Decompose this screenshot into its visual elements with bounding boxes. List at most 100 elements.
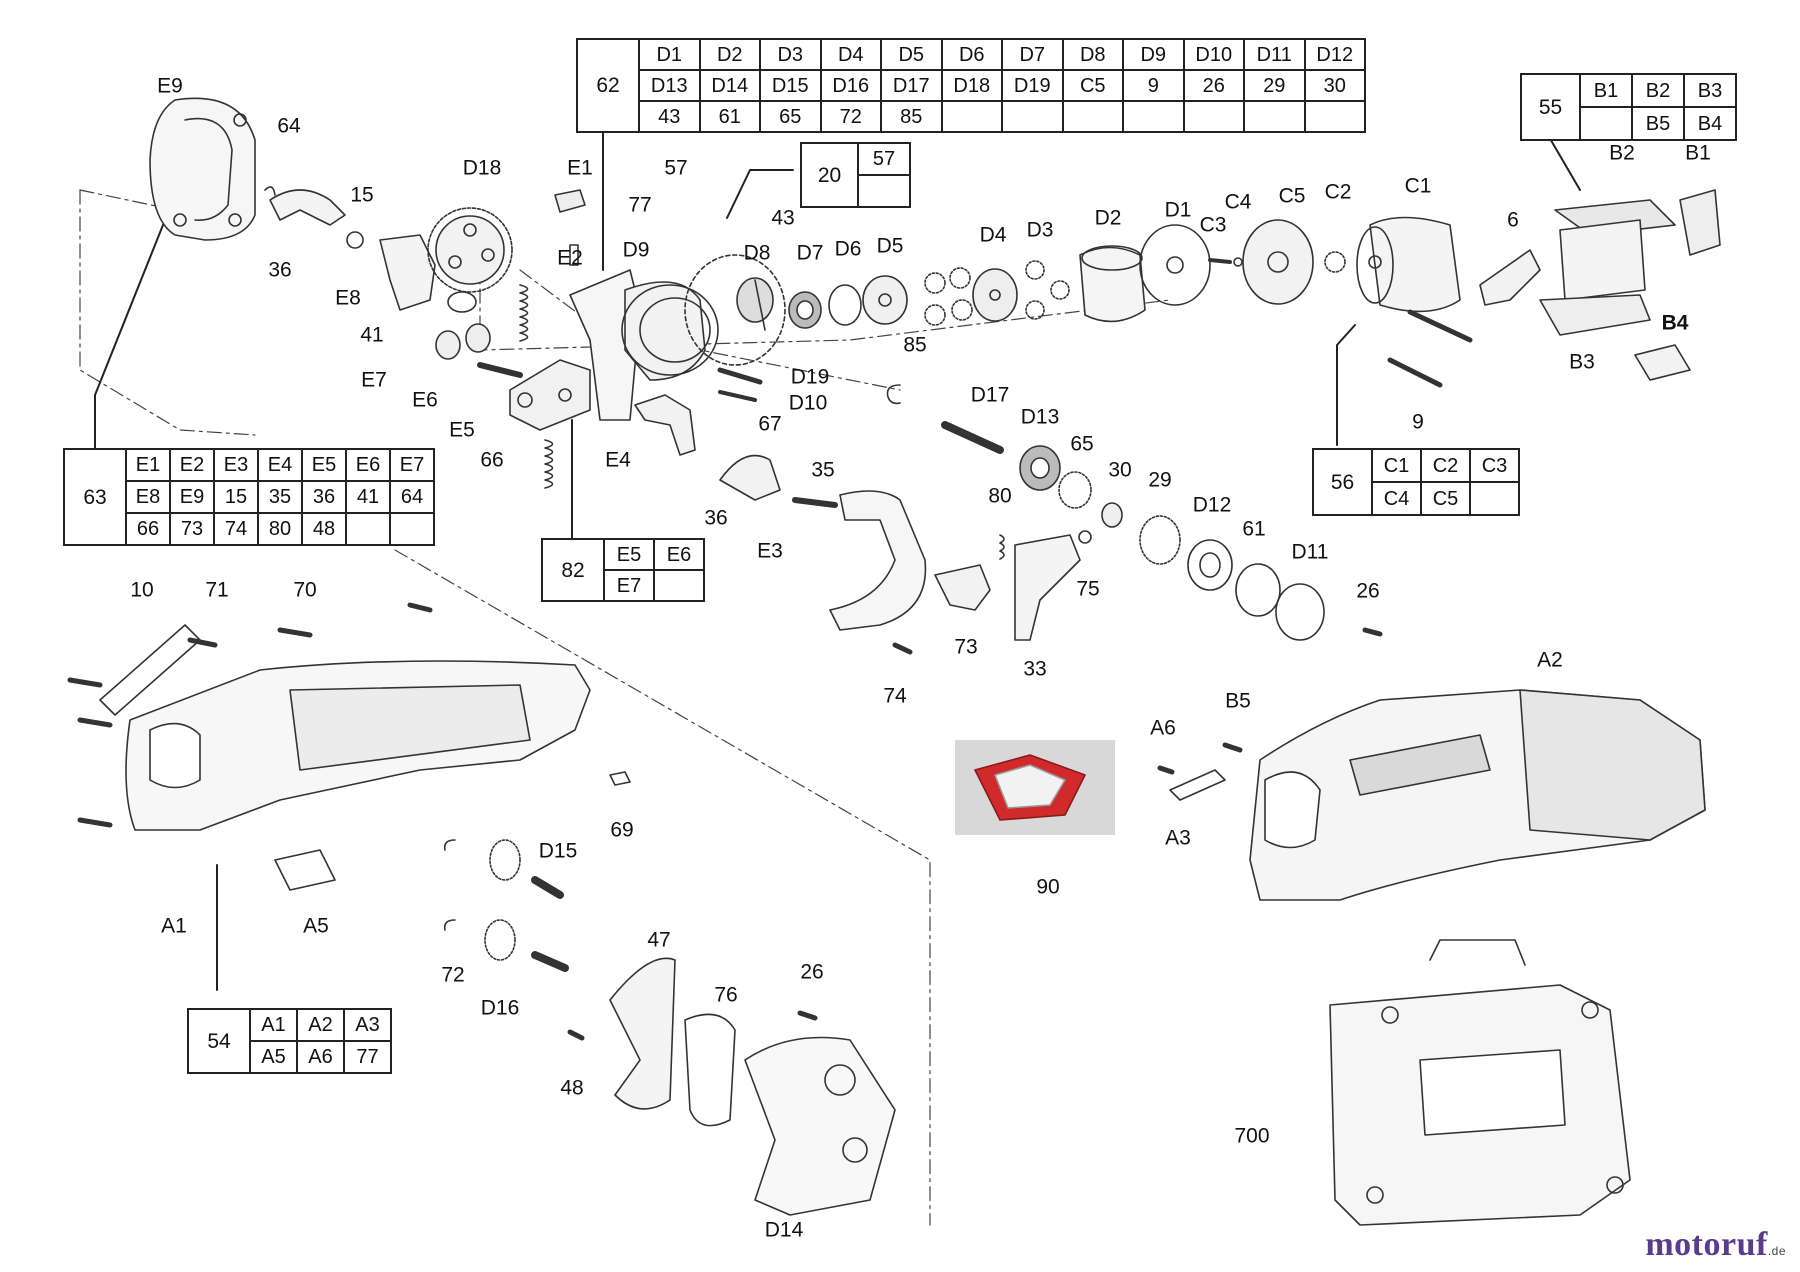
kit-cell: [1182, 100, 1245, 133]
kit-cell: E7: [603, 569, 655, 602]
part-label: 29: [1148, 468, 1172, 492]
kit-cell: 30: [1303, 69, 1366, 102]
part-label: E5: [449, 418, 475, 442]
screw-a6: [1157, 765, 1175, 775]
part-label: E7: [361, 368, 387, 392]
ring-gear-d2: [1079, 245, 1146, 323]
part-label: 9: [1412, 410, 1424, 434]
kit-cell: 15: [213, 480, 259, 514]
lever-36-top: [269, 189, 346, 226]
kit-cell: E3: [213, 448, 259, 482]
part-label: D13: [1020, 405, 1060, 429]
brand-tld: .de: [1767, 1244, 1786, 1258]
part-label: D11: [1291, 540, 1329, 564]
gear-d16: [484, 919, 516, 961]
part-label: 36: [704, 506, 728, 530]
kit-cell: 35: [257, 480, 303, 514]
kit-cell: [345, 512, 391, 546]
kit-cell: E5: [603, 538, 655, 571]
washer-75: [1078, 530, 1092, 544]
planet-gears: [924, 267, 973, 326]
kit-id: 62: [576, 38, 640, 133]
part-label: B1: [1685, 141, 1711, 165]
plate-76: [684, 1013, 736, 1127]
part-label: 61: [1242, 517, 1266, 541]
kit-cell: [653, 569, 705, 602]
rollers-e7: [435, 323, 491, 360]
bracket-e5: [509, 359, 591, 431]
cover-e9-drawing: [149, 97, 256, 241]
gear-d15: [489, 839, 521, 881]
part-label: C5: [1278, 184, 1306, 208]
rods-9: [1387, 309, 1473, 388]
kit-cell: D2: [698, 38, 761, 71]
part-label: C2: [1324, 180, 1352, 204]
part-label: 26: [800, 960, 824, 984]
screw-b5: [1222, 742, 1243, 753]
part-label: 69: [610, 818, 634, 842]
jaw-e3: [829, 490, 927, 631]
latch-e8: [379, 234, 436, 311]
bearing-d7: [788, 291, 822, 329]
kit-cell: [1579, 106, 1633, 141]
kit-id: 55: [1520, 73, 1581, 141]
screw-74: [892, 642, 913, 655]
kit-cell: [1303, 100, 1366, 133]
part-label: 64: [277, 114, 301, 138]
block-e1: [554, 189, 586, 213]
kit-cell: B5: [1631, 106, 1685, 141]
part-label: A5: [303, 914, 329, 938]
kit-cell: D6: [940, 38, 1003, 71]
part-label: D16: [480, 996, 520, 1020]
part-label: 65: [1070, 432, 1094, 456]
part-label: 47: [647, 928, 671, 952]
part-label: 36: [268, 258, 292, 282]
kit-id: 54: [187, 1008, 251, 1074]
block-b4: [1634, 344, 1691, 381]
kit-cell: 48: [301, 512, 347, 546]
kit-cell: A1: [249, 1008, 298, 1042]
part-label: D4: [979, 223, 1007, 247]
gasket-61: [1235, 563, 1281, 617]
kit-cell: D14: [698, 69, 761, 102]
spring-clip-64: [264, 186, 276, 196]
kit-cell: D9: [1122, 38, 1185, 71]
part-label: E8: [335, 286, 361, 310]
pin-d16: [531, 951, 569, 972]
part-label: A6: [1150, 716, 1176, 740]
part-label: 71: [205, 578, 229, 602]
part-label: 76: [714, 983, 738, 1007]
part-label: C3: [1199, 213, 1227, 237]
kit-cell: 26: [1182, 69, 1245, 102]
kit-cell: D8: [1061, 38, 1124, 71]
kit-cell: [1469, 481, 1520, 516]
part-label: B2: [1609, 141, 1635, 165]
part-label: 57: [664, 156, 688, 180]
gear-29: [1139, 515, 1181, 565]
kit-cell: C5: [1061, 69, 1124, 102]
kit-cell: E6: [345, 448, 391, 482]
kit-cell: 43: [638, 100, 701, 133]
part-label: D10: [788, 391, 828, 415]
latch-a3: [1169, 769, 1226, 801]
arm-73: [934, 564, 991, 611]
kit-cell: D10: [1182, 38, 1245, 71]
part-label: 35: [811, 458, 835, 482]
clips-72: [443, 839, 456, 931]
kit-cell: D18: [940, 69, 1003, 102]
kit-cell: B4: [1683, 106, 1737, 141]
kit-cell: 85: [880, 100, 943, 133]
jaw-47: [609, 957, 676, 1110]
kit-cell: D11: [1243, 38, 1306, 71]
part-label: 85: [903, 333, 927, 357]
part-label: D5: [876, 234, 904, 258]
part-label: D2: [1094, 206, 1122, 230]
kit-cell: A6: [296, 1040, 345, 1074]
kit-cell: D4: [819, 38, 882, 71]
part-label: D6: [834, 237, 862, 261]
part-label: 33: [1023, 657, 1047, 681]
kit-cell: B3: [1683, 73, 1737, 108]
kit-id: 20: [800, 142, 859, 208]
gear-d18: [427, 207, 513, 293]
